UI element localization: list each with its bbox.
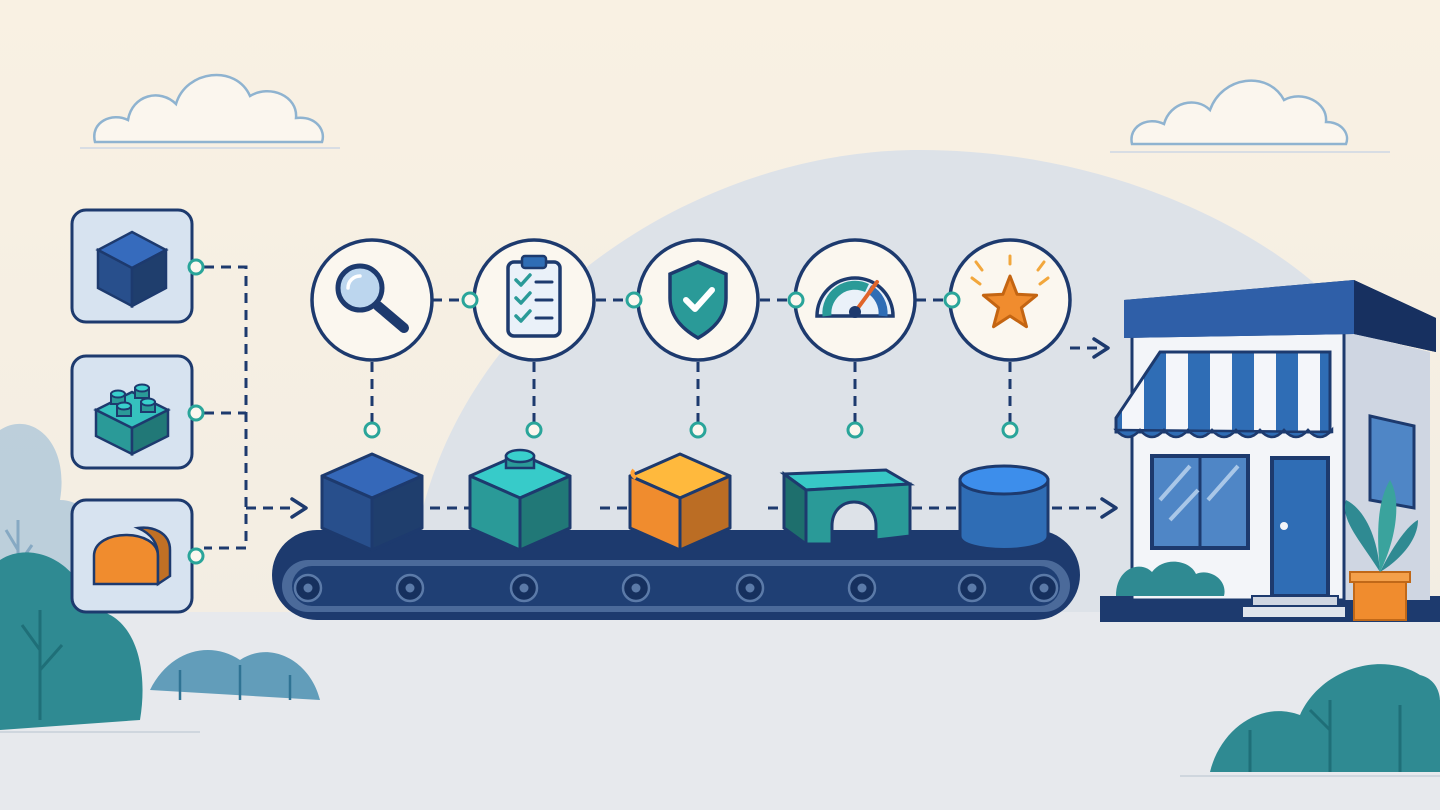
shield-check-icon bbox=[668, 260, 728, 341]
cloud-right-icon bbox=[1130, 79, 1349, 146]
star-icon bbox=[970, 254, 1050, 329]
product-cube bbox=[320, 452, 424, 552]
connector-dot-icon bbox=[187, 258, 205, 276]
roller-icon bbox=[957, 573, 987, 603]
input-connectors bbox=[204, 265, 292, 550]
connector-dot-icon bbox=[363, 421, 381, 439]
bush-left-front-icon bbox=[0, 552, 320, 730]
ground bbox=[0, 612, 1440, 810]
arrow-to-store-top-icon bbox=[1092, 337, 1110, 359]
connector-dot-icon bbox=[625, 291, 643, 309]
cube-input-tile bbox=[70, 208, 194, 324]
quality-stages bbox=[310, 238, 1072, 362]
lego-brick-input-tile bbox=[70, 354, 194, 470]
star-stage bbox=[948, 238, 1072, 362]
connector-dot-icon bbox=[689, 421, 707, 439]
products-on-belt bbox=[320, 448, 1050, 552]
magnifier-stage bbox=[310, 238, 434, 362]
stage-to-product-connectors bbox=[370, 362, 1012, 422]
checklist-stage bbox=[472, 238, 596, 362]
cloud-left-icon bbox=[93, 73, 325, 144]
cube-icon bbox=[95, 230, 169, 309]
connector-dot-icon bbox=[525, 421, 543, 439]
roller-icon bbox=[509, 573, 539, 603]
arrow-to-store-bottom-icon bbox=[1100, 497, 1118, 519]
arrow-to-conveyor-icon bbox=[290, 497, 308, 519]
input-parts-column bbox=[70, 208, 194, 614]
speedometer-icon bbox=[815, 276, 895, 318]
connector-dot-icon bbox=[187, 404, 205, 422]
dome-block-input-tile bbox=[70, 498, 194, 614]
shield-check-stage bbox=[636, 238, 760, 362]
magnifier-icon bbox=[335, 263, 409, 333]
roller-icon bbox=[621, 573, 651, 603]
connector-dot-icon bbox=[461, 291, 479, 309]
bush-right-icon bbox=[1210, 664, 1440, 772]
connector-dot-icon bbox=[943, 291, 961, 309]
lego-brick-icon bbox=[93, 383, 171, 457]
connector-dot-icon bbox=[846, 421, 864, 439]
roller-icon bbox=[735, 573, 765, 603]
roller-icon bbox=[1029, 573, 1059, 603]
roller-icon bbox=[395, 573, 425, 603]
roller-icon bbox=[293, 573, 323, 603]
product-cylinder bbox=[958, 464, 1050, 551]
conveyor-belt bbox=[272, 530, 1080, 620]
storefront-icon bbox=[1100, 280, 1440, 622]
connector-dot-icon bbox=[187, 547, 205, 565]
dome-block-icon bbox=[92, 526, 172, 587]
connector-dots bbox=[187, 258, 1019, 565]
connector-dot-icon bbox=[1001, 421, 1019, 439]
connector-dot-icon bbox=[787, 291, 805, 309]
product-rounded-cube bbox=[628, 452, 732, 552]
product-arch-block bbox=[779, 468, 916, 547]
product-studded-cube bbox=[468, 448, 572, 552]
roller-icon bbox=[847, 573, 877, 603]
checklist-icon bbox=[506, 254, 562, 338]
stage-connectors bbox=[432, 298, 1098, 350]
speedometer-stage bbox=[793, 238, 917, 362]
